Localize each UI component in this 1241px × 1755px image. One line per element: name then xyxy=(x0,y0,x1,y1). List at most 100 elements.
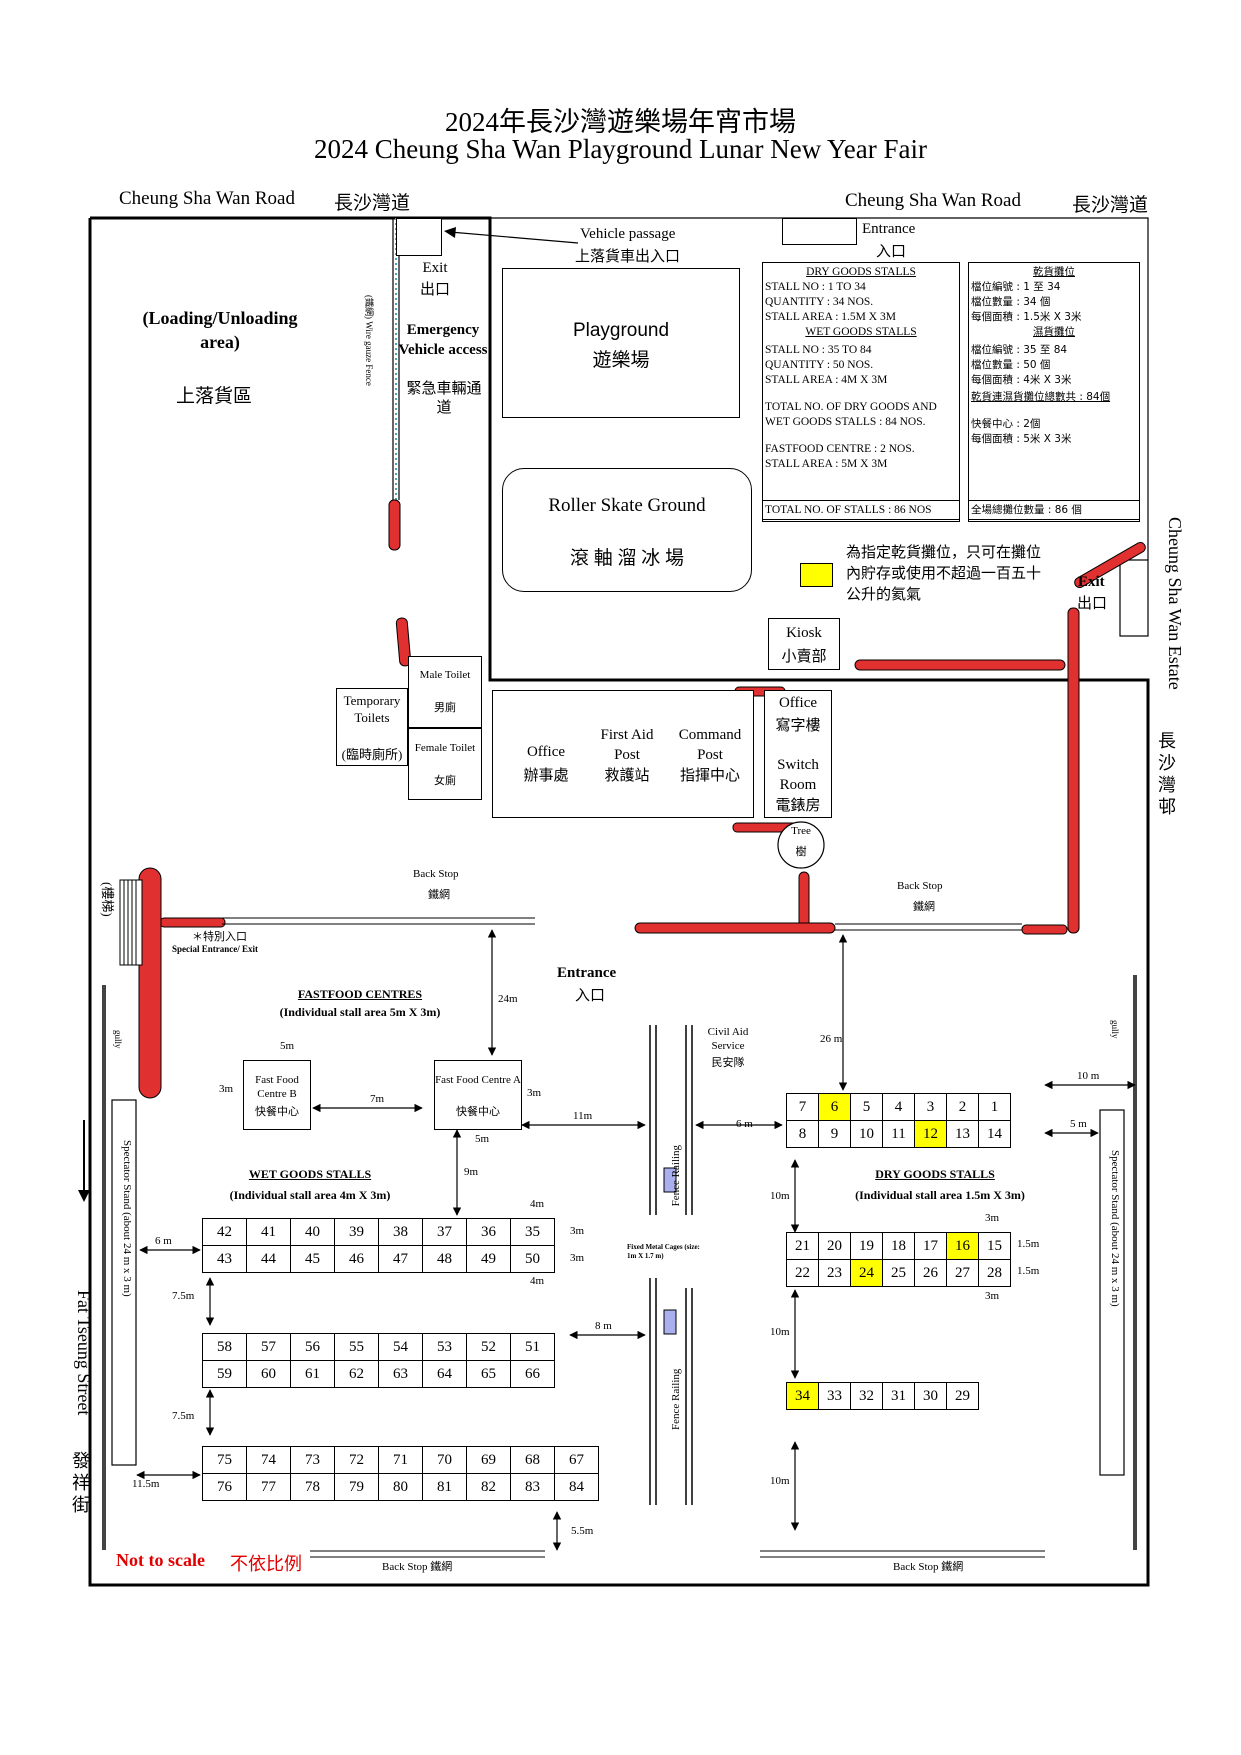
stall-69[interactable]: 69 xyxy=(466,1446,511,1474)
stall-72[interactable]: 72 xyxy=(334,1446,379,1474)
stall-12[interactable]: 12 xyxy=(914,1120,947,1148)
stall-54[interactable]: 54 xyxy=(378,1333,423,1361)
stall-15[interactable]: 15 xyxy=(978,1232,1011,1260)
stall-82[interactable]: 82 xyxy=(466,1473,511,1501)
stall-37[interactable]: 37 xyxy=(422,1218,467,1246)
stall-34[interactable]: 34 xyxy=(786,1382,819,1410)
kiosk-box xyxy=(768,618,840,670)
stall-28[interactable]: 28 xyxy=(978,1259,1011,1287)
stall-8[interactable]: 8 xyxy=(786,1120,819,1148)
stall-10[interactable]: 10 xyxy=(850,1120,883,1148)
stall-31[interactable]: 31 xyxy=(882,1382,915,1410)
stall-22[interactable]: 22 xyxy=(786,1259,819,1287)
stall-24[interactable]: 24 xyxy=(850,1259,883,1287)
stall-76[interactable]: 76 xyxy=(202,1473,247,1501)
stall-35[interactable]: 35 xyxy=(510,1218,555,1246)
dry-row-5: 34 33 32 31 30 29 xyxy=(786,1382,979,1410)
stall-73[interactable]: 73 xyxy=(290,1446,335,1474)
stall-66[interactable]: 66 xyxy=(510,1360,555,1388)
stall-18[interactable]: 18 xyxy=(882,1232,915,1260)
stall-63[interactable]: 63 xyxy=(378,1360,423,1388)
temp-toilets-box xyxy=(336,688,408,766)
stall-19[interactable]: 19 xyxy=(850,1232,883,1260)
stall-3[interactable]: 3 xyxy=(914,1093,947,1121)
stall-67[interactable]: 67 xyxy=(554,1446,599,1474)
stall-20[interactable]: 20 xyxy=(818,1232,851,1260)
stall-51[interactable]: 51 xyxy=(510,1333,555,1361)
stall-4[interactable]: 4 xyxy=(882,1093,915,1121)
dim-24m: 24m xyxy=(498,993,518,1005)
command-post-label-zh: 指揮中心 xyxy=(679,768,740,784)
stall-2[interactable]: 2 xyxy=(946,1093,979,1121)
stall-29[interactable]: 29 xyxy=(946,1382,979,1410)
stall-6[interactable]: 6 xyxy=(818,1093,851,1121)
temp-toilets-label: Temporary Toilets xyxy=(343,693,401,725)
stall-7[interactable]: 7 xyxy=(786,1093,819,1121)
stall-57[interactable]: 57 xyxy=(246,1333,291,1361)
stall-25[interactable]: 25 xyxy=(882,1259,915,1287)
stall-21[interactable]: 21 xyxy=(786,1232,819,1260)
stall-30[interactable]: 30 xyxy=(914,1382,947,1410)
stall-23[interactable]: 23 xyxy=(818,1259,851,1287)
stall-48[interactable]: 48 xyxy=(422,1245,467,1273)
stall-41[interactable]: 41 xyxy=(246,1218,291,1246)
stall-77[interactable]: 77 xyxy=(246,1473,291,1501)
stall-50[interactable]: 50 xyxy=(510,1245,555,1273)
stall-56[interactable]: 56 xyxy=(290,1333,335,1361)
stall-59[interactable]: 59 xyxy=(202,1360,247,1388)
stall-62[interactable]: 62 xyxy=(334,1360,379,1388)
stall-47[interactable]: 47 xyxy=(378,1245,423,1273)
stall-40[interactable]: 40 xyxy=(290,1218,335,1246)
stall-58[interactable]: 58 xyxy=(202,1333,247,1361)
stall-79[interactable]: 79 xyxy=(334,1473,379,1501)
stall-71[interactable]: 71 xyxy=(378,1446,423,1474)
stall-75[interactable]: 75 xyxy=(202,1446,247,1474)
stall-80[interactable]: 80 xyxy=(378,1473,423,1501)
stall-74[interactable]: 74 xyxy=(246,1446,291,1474)
stall-16[interactable]: 16 xyxy=(946,1232,979,1260)
switch-room-label: Switch Room xyxy=(777,757,819,793)
stall-36[interactable]: 36 xyxy=(466,1218,511,1246)
stall-13[interactable]: 13 xyxy=(946,1120,979,1148)
stall-1[interactable]: 1 xyxy=(978,1093,1011,1121)
stall-42[interactable]: 42 xyxy=(202,1218,247,1246)
stall-84[interactable]: 84 xyxy=(554,1473,599,1501)
stall-39[interactable]: 39 xyxy=(334,1218,379,1246)
stall-9[interactable]: 9 xyxy=(818,1120,851,1148)
stall-32[interactable]: 32 xyxy=(850,1382,883,1410)
stall-78[interactable]: 78 xyxy=(290,1473,335,1501)
wet-heading: WET GOODS STALLS xyxy=(248,1167,372,1181)
stall-61[interactable]: 61 xyxy=(290,1360,335,1388)
stall-53[interactable]: 53 xyxy=(422,1333,467,1361)
roller-skate-box xyxy=(502,468,752,592)
stall-38[interactable]: 38 xyxy=(378,1218,423,1246)
spectator-right-label: Spectator Stand (about 24 m x 3 m) xyxy=(1109,1150,1121,1307)
stall-70[interactable]: 70 xyxy=(422,1446,467,1474)
stall-64[interactable]: 64 xyxy=(422,1360,467,1388)
stall-5[interactable]: 5 xyxy=(850,1093,883,1121)
back-stop-label-2: Back Stop xyxy=(897,880,943,892)
stall-81[interactable]: 81 xyxy=(422,1473,467,1501)
stall-83[interactable]: 83 xyxy=(510,1473,555,1501)
stall-45[interactable]: 45 xyxy=(290,1245,335,1273)
female-toilet-label-zh: 女廁 xyxy=(434,775,456,787)
stall-27[interactable]: 27 xyxy=(946,1259,979,1287)
dim-7-5m-1: 7.5m xyxy=(172,1290,195,1302)
stall-52[interactable]: 52 xyxy=(466,1333,511,1361)
stall-26[interactable]: 26 xyxy=(914,1259,947,1287)
stall-11[interactable]: 11 xyxy=(882,1120,915,1148)
stall-33[interactable]: 33 xyxy=(818,1382,851,1410)
stall-44[interactable]: 44 xyxy=(246,1245,291,1273)
stall-60[interactable]: 60 xyxy=(246,1360,291,1388)
stall-46[interactable]: 46 xyxy=(334,1245,379,1273)
stall-17[interactable]: 17 xyxy=(914,1232,947,1260)
stall-total-en: TOTAL NO. OF STALLS : 86 NOS xyxy=(762,500,960,522)
dim-6m-wet: 6 m xyxy=(155,1235,172,1247)
stall-49[interactable]: 49 xyxy=(466,1245,511,1273)
stall-14[interactable]: 14 xyxy=(978,1120,1011,1148)
stall-43[interactable]: 43 xyxy=(202,1245,247,1273)
switch-room-label-zh: 電錶房 xyxy=(775,798,821,814)
stall-65[interactable]: 65 xyxy=(466,1360,511,1388)
stall-68[interactable]: 68 xyxy=(510,1446,555,1474)
stall-55[interactable]: 55 xyxy=(334,1333,379,1361)
